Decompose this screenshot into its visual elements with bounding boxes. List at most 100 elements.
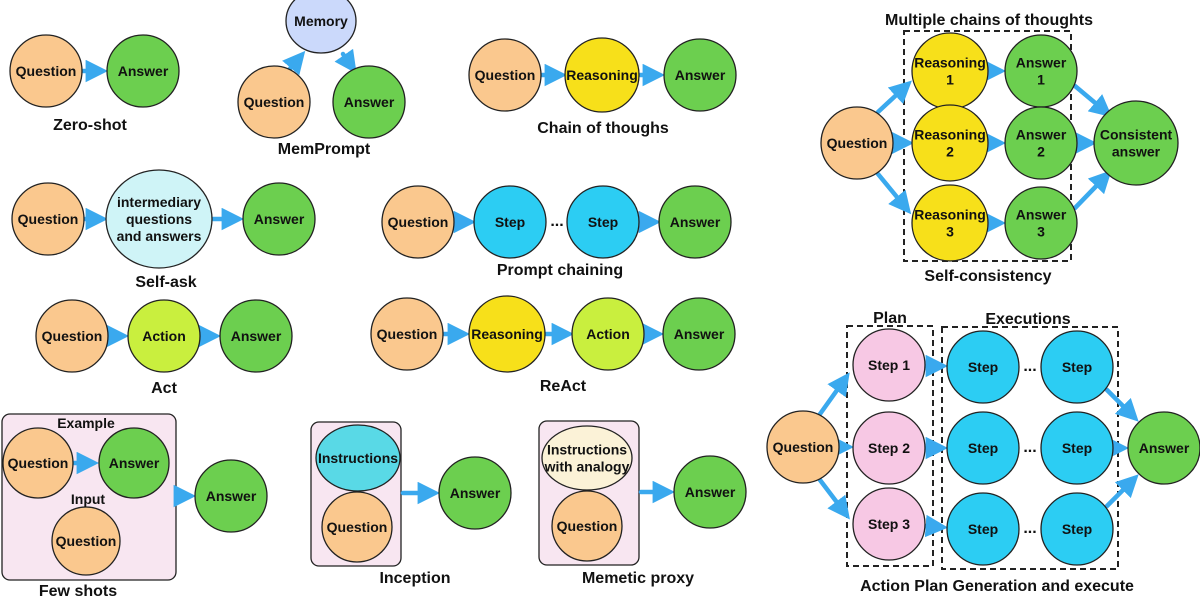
ap-question: Question [766,410,840,484]
react-action-shape [571,297,645,371]
act-question-shape [35,299,109,373]
inception-answer-label: Answer [450,485,501,501]
sc-answer-3-shape [1004,186,1078,260]
ap-exec-3a: Step [946,492,1020,566]
ap-answer-shape [1127,411,1200,485]
memprompt-memory-shape [285,0,357,54]
react-reasoning-shape [468,295,546,373]
ap-answer-label: Answer [1139,440,1190,456]
inception-instructions: Instructions [315,424,401,492]
pc-step-1-label: Step [495,214,525,230]
memprompt-arrow-down [334,48,357,74]
ap-exec-1a-shape [946,330,1020,404]
self-ask-intermediary-label: questions [126,211,192,227]
sc-reasoning-1-label: Reasoning [914,55,986,71]
memprompt-memory-label: Memory [294,13,348,29]
pc-step-2-shape [566,185,640,259]
self-ask-intermediary-label: and answers [117,228,202,244]
ap-ellipsis-3: ... [1023,520,1036,537]
memprompt-memory: Memory [285,0,357,54]
few-shots-answer-label: Answer [206,488,257,504]
ap-exec-1b-label: Step [1062,359,1092,375]
react-question-shape [370,297,444,371]
memprompt-question-shape [237,65,311,139]
cot-answer-label: Answer [675,67,726,83]
title-action-plan: Action Plan Generation and execute [860,578,1134,595]
few-shots-example-question-shape [2,427,74,499]
react-answer-shape [662,297,736,371]
react-answer: Answer [662,297,736,371]
zero-shot-answer-shape [106,34,180,108]
few-shots-example-answer-label: Answer [109,455,160,471]
ap-arrow-q-s3 [817,477,850,520]
ap-step-1-label: Step 1 [868,357,910,373]
cot-question-shape [468,38,542,112]
title-zero-shot: Zero-shot [53,117,127,134]
ap-step-2: Step 2 [852,411,926,485]
memprompt-answer: Answer [332,65,406,139]
title-prompt-chaining: Prompt chaining [497,262,623,279]
ap-exec-3a-shape [946,492,1020,566]
label-input: Input [71,491,106,507]
ap-exec-1a: Step [946,330,1020,404]
pc-question-label: Question [388,214,449,230]
ap-step-2-shape [852,411,926,485]
sc-consistent-answer-shape [1093,100,1179,186]
zero-shot-answer: Answer [106,34,180,108]
memprompt-answer-shape [332,65,406,139]
cot-reasoning: Reasoning [564,37,640,113]
react-action: Action [571,297,645,371]
ap-ellipsis-2: ... [1023,439,1036,456]
react-question: Question [370,297,444,371]
self-ask-answer-label: Answer [254,211,305,227]
few-shots-input-question-shape [51,506,121,576]
ap-exec-3b-label: Step [1062,521,1092,537]
title-self-ask: Self-ask [135,274,196,291]
act-answer-label: Answer [231,328,282,344]
cot-answer: Answer [663,38,737,112]
ap-answer: Answer [1127,411,1200,485]
ap-arrow-e1-a [1104,387,1139,422]
ap-exec-2a-shape [946,411,1020,485]
zero-shot-answer-label: Answer [118,63,169,79]
cot-answer-shape [663,38,737,112]
sc-reasoning-1-label: 1 [946,72,954,88]
ap-exec-2b: Step [1040,411,1114,485]
label-example: Example [57,415,115,431]
react-reasoning: Reasoning [468,295,546,373]
few-shots-answer-shape [194,459,268,533]
sc-reasoning-2-label: 2 [946,144,954,160]
ap-arrow-s3-e3 [923,514,949,538]
sc-answer-1-label: Answer [1016,55,1067,71]
ap-ellipsis-1: ... [1023,358,1036,375]
sc-answer-3-label: 3 [1037,224,1045,240]
few-shots-example-question-label: Question [8,455,69,471]
ap-exec-3b: Step [1040,492,1114,566]
ap-exec-3b-shape [1040,492,1114,566]
title-plan: Plan [873,310,907,327]
self-ask-question: Question [11,182,85,256]
memetic-question-shape [551,490,623,562]
memetic-question: Question [551,490,623,562]
act-answer: Answer [219,299,293,373]
arrows-layer [71,48,1139,538]
title-few-shots: Few shots [39,583,117,600]
pc-ellipsis: ... [550,213,563,230]
title-executions: Executions [985,311,1070,328]
ap-step-3: Step 3 [852,487,926,561]
act-action-shape [127,299,201,373]
few-shots-answer: Answer [194,459,268,533]
sc-arrow-a3-c [1072,170,1112,211]
inception-answer-shape [438,456,512,530]
sc-reasoning-3-label: 3 [946,224,954,240]
self-ask-intermediary-shape [105,169,213,269]
sc-arrow-q-r1 [875,80,912,115]
sc-arrow-q-r3 [875,171,912,215]
ap-arrow-q-s1 [817,372,850,417]
title-act: Act [151,380,177,397]
